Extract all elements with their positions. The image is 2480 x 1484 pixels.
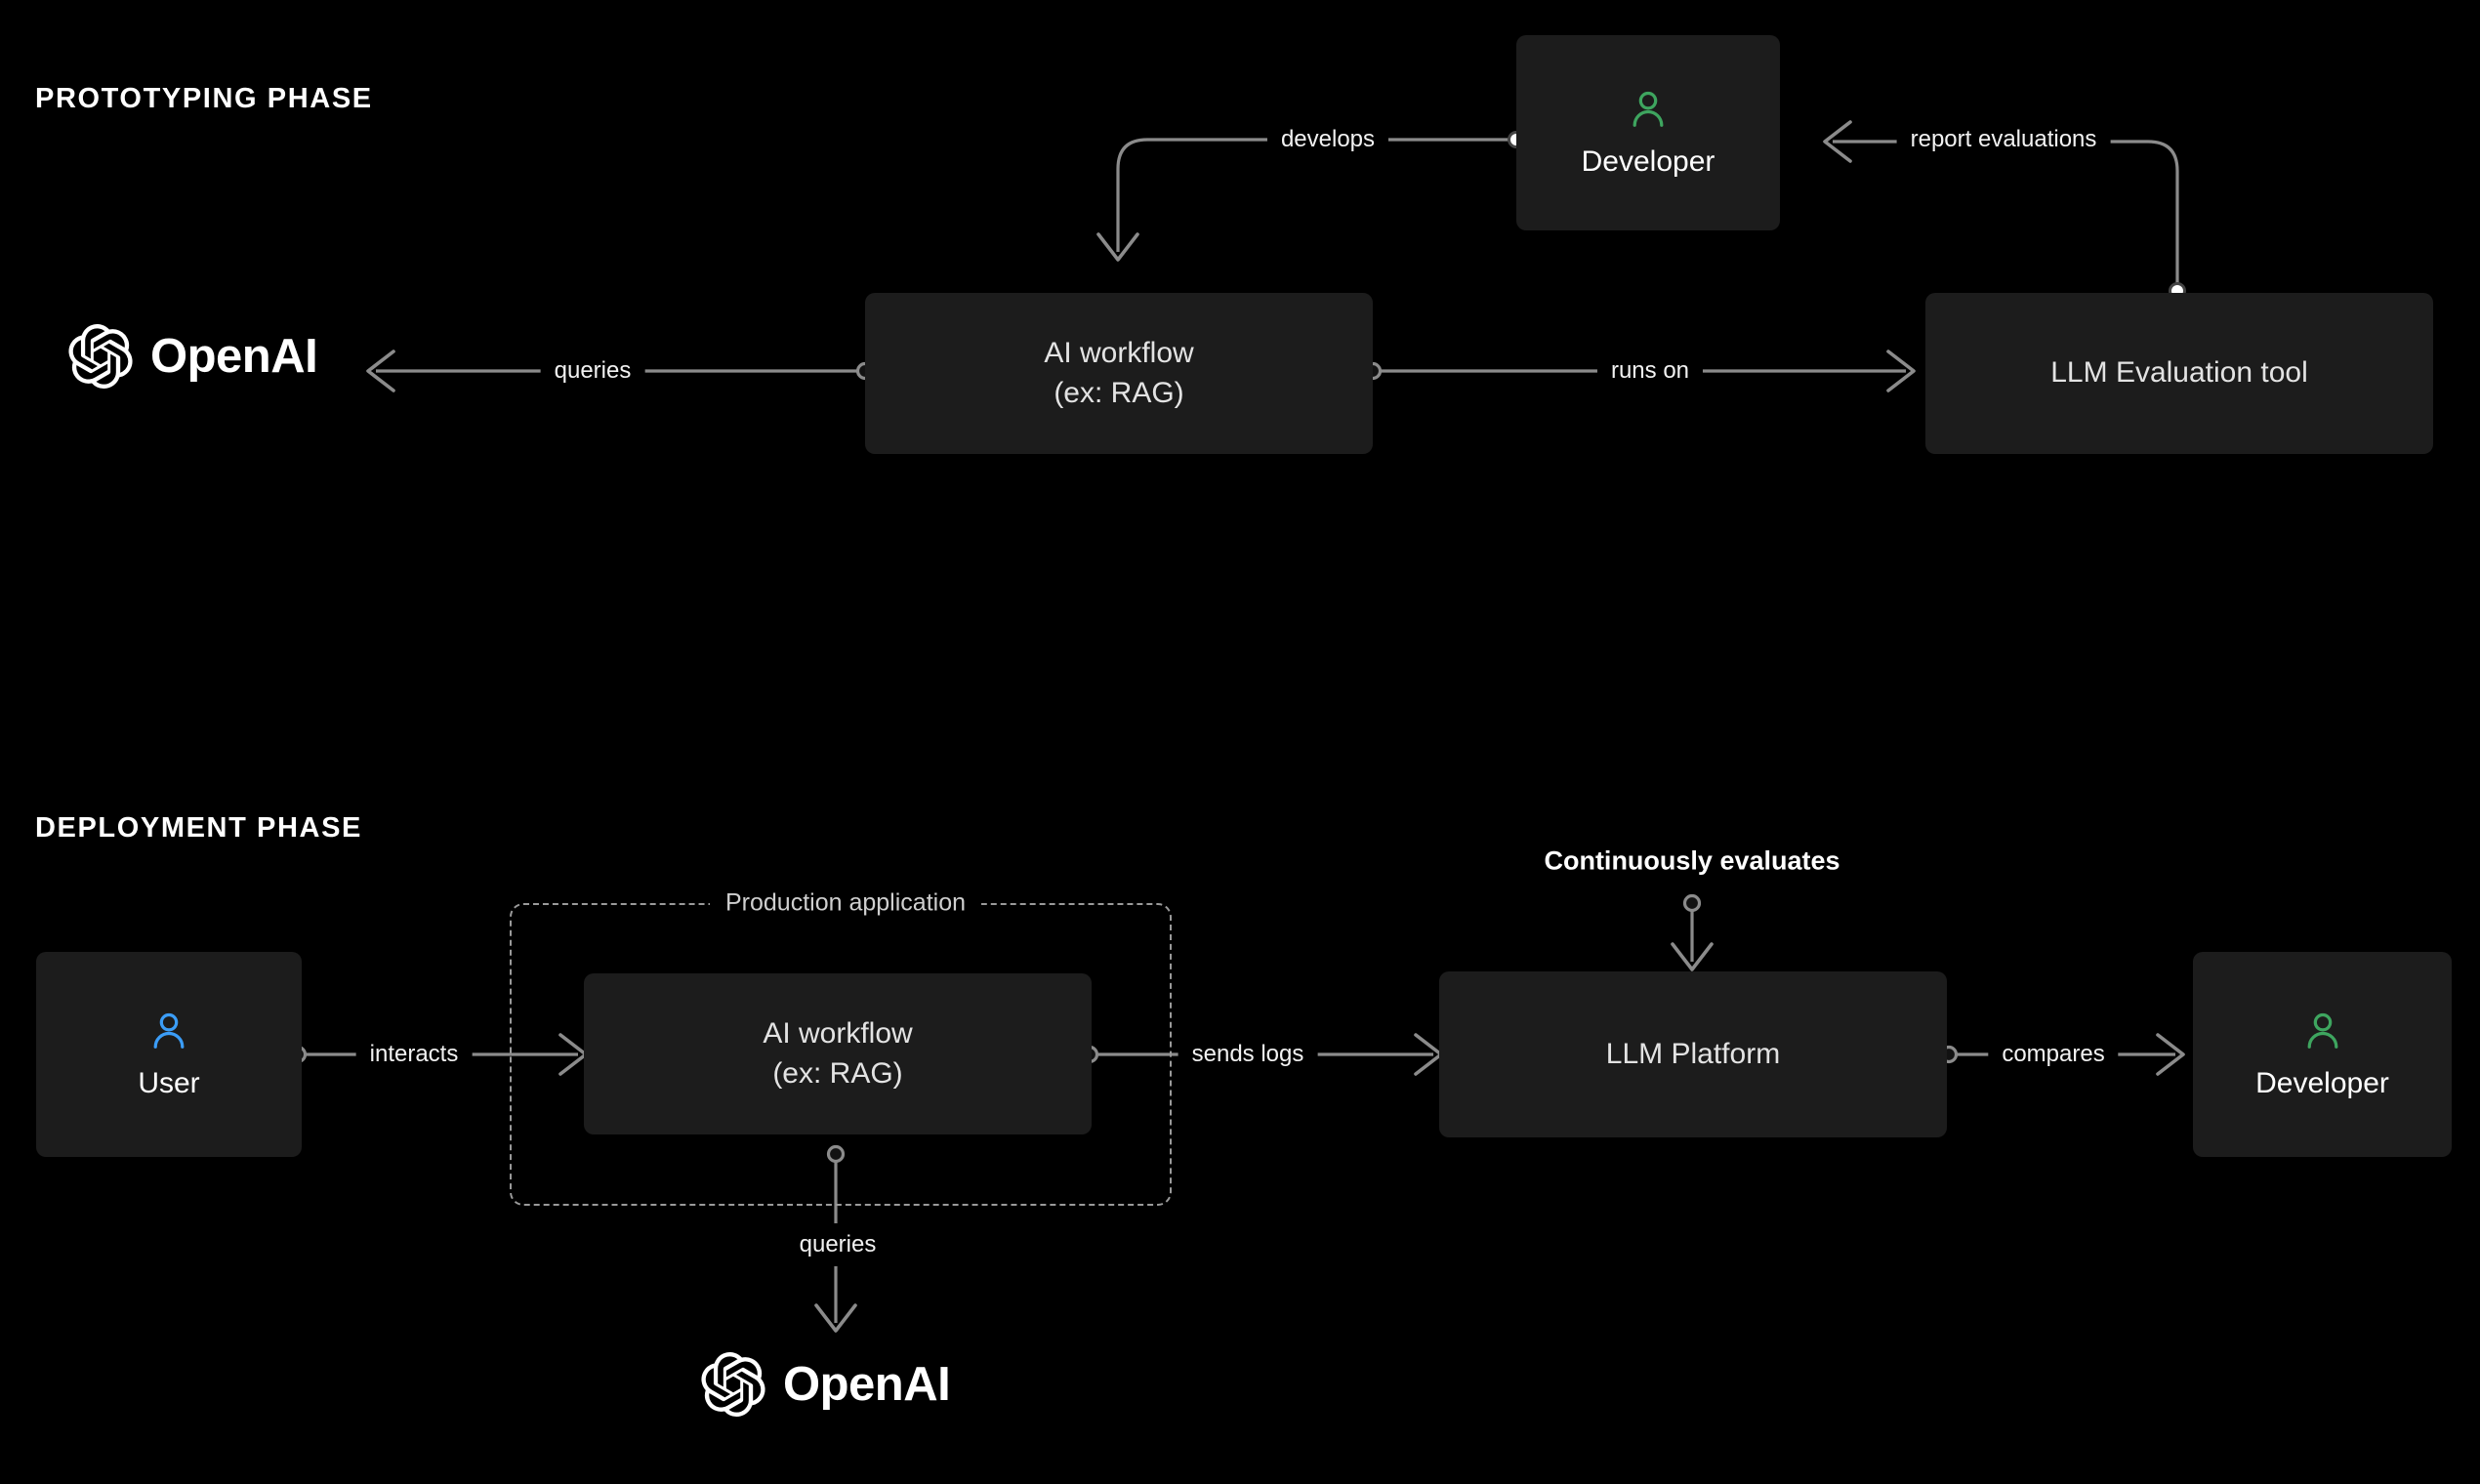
edge-label-runs-on: runs on (1596, 350, 1704, 392)
node-llm-platform-label: LLM Platform (1605, 1037, 1781, 1070)
node-developer-top[interactable]: Developer (1516, 35, 1780, 230)
openai-logo-icon (701, 1352, 765, 1417)
node-ai-workflow-bottom[interactable]: AI workflow (ex: RAG) (584, 973, 1092, 1134)
openai-brand-name-bottom: OpenAI (783, 1357, 951, 1411)
node-developer-bottom-label: Developer (2255, 1067, 2389, 1099)
openai-brand-top: OpenAI (68, 324, 318, 389)
node-user-label: User (138, 1067, 200, 1099)
group-production-application-title: Production application (710, 888, 981, 918)
edge-continuously-evaluates-wire (1671, 893, 1714, 971)
edge-label-report-evaluations: report evaluations (1896, 118, 2111, 161)
openai-brand-bottom: OpenAI (701, 1352, 951, 1417)
node-developer-bottom[interactable]: Developer (2193, 952, 2452, 1157)
person-icon (153, 1012, 185, 1049)
person-icon (2307, 1012, 2337, 1049)
phase-title-prototyping: PROTOTYPING PHASE (35, 83, 373, 114)
openai-brand-name-top: OpenAI (150, 329, 318, 383)
node-ai-workflow-top[interactable]: AI workflow (ex: RAG) (865, 293, 1373, 454)
node-ai-workflow-bottom-label: AI workflow (ex: RAG) (763, 1017, 913, 1090)
node-llm-platform[interactable]: LLM Platform (1439, 971, 1947, 1137)
node-llm-evaluation-tool[interactable]: LLM Evaluation tool (1925, 293, 2433, 454)
person-icon (1633, 91, 1664, 127)
node-developer-top-label: Developer (1581, 145, 1715, 178)
edge-label-interacts: interacts (355, 1033, 473, 1076)
phase-title-deployment: DEPLOYMENT PHASE (35, 812, 362, 844)
node-llm-evaluation-tool-label: LLM Evaluation tool (2050, 356, 2308, 390)
edge-label-compares: compares (1988, 1033, 2119, 1076)
edge-label-sends-logs: sends logs (1178, 1033, 1318, 1076)
edge-label-continuously-evaluates: Continuously evaluates (1544, 845, 1840, 876)
edge-label-develops: develops (1266, 118, 1389, 161)
node-user[interactable]: User (36, 952, 302, 1157)
edge-label-queries-bottom: queries (785, 1223, 890, 1266)
node-ai-workflow-top-label: AI workflow (ex: RAG) (1044, 337, 1194, 409)
edge-label-queries-top: queries (540, 350, 645, 392)
openai-logo-icon (68, 324, 133, 389)
